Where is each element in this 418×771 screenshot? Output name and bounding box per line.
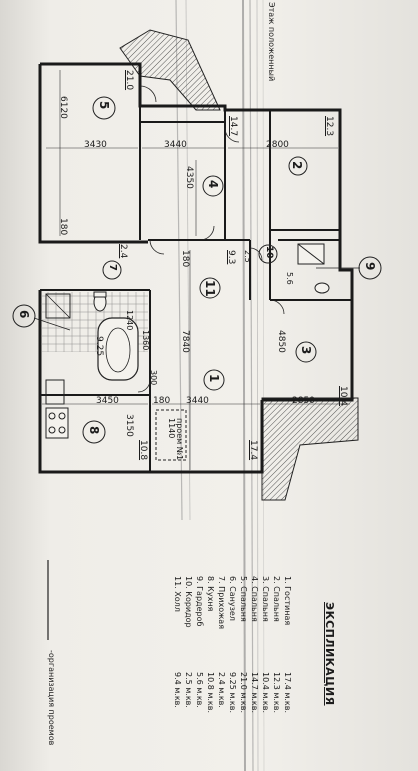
legend-value-1: 17.4 м.кв.	[283, 672, 292, 714]
room-number-7: 7	[107, 264, 118, 271]
wardrobe-fixtures	[297, 243, 330, 294]
stair-note: проем №1	[175, 418, 184, 461]
room-area-1: 17.4	[248, 440, 258, 461]
room-number-2: 2	[290, 161, 304, 170]
door-swings	[137, 85, 285, 393]
room-number-5: 5	[97, 101, 111, 110]
legend-note: -организация проемов	[47, 650, 56, 746]
room-area-3: 10.4	[338, 386, 348, 407]
legend-item-8: 8. Кухня	[206, 576, 215, 612]
room-number-4: 4	[206, 180, 220, 189]
dim-180c: 180	[153, 396, 171, 406]
dim-2800: 2800	[266, 140, 289, 150]
kitchen-stove	[45, 407, 69, 439]
opening-box	[155, 409, 187, 461]
room-area-7: 2.4	[118, 244, 128, 259]
room-number-6: 6	[17, 310, 31, 319]
dimension-lines	[42, 70, 350, 470]
dim-300: 300	[149, 370, 158, 386]
legend-value-4: 14.7 м.кв.	[250, 672, 259, 714]
room-area-8: 10.8	[138, 440, 148, 461]
room-circles	[12, 96, 382, 444]
legend-value-8: 10.8 м.кв.	[206, 672, 215, 714]
dim-4350: 4350	[184, 166, 194, 189]
legend-item-3: 3. Спальня	[261, 576, 270, 622]
legend-value-2: 12.3 м.кв.	[272, 672, 281, 714]
dim-180a: 180	[58, 218, 68, 236]
kitchen-counter	[45, 379, 65, 405]
balcony-top	[119, 29, 221, 111]
room-number-11: 11	[203, 280, 217, 297]
header-note: Этаж положенный	[267, 2, 276, 82]
room-number-1: 1	[207, 374, 221, 383]
room-area-11: 9.3	[226, 250, 236, 265]
legend-item-1: 1. Гостиная	[283, 576, 292, 626]
dim-7840: 7840	[180, 330, 190, 353]
room-number-9: 9	[363, 262, 377, 271]
dim-180b: 180	[180, 250, 190, 268]
toilet	[93, 291, 107, 312]
legend-item-11: 11. Холл	[173, 576, 182, 612]
legend-item-5: 5. Спальня	[239, 576, 248, 622]
room-area-9: 5.6	[285, 272, 294, 285]
room-area-4: 14.7	[228, 116, 238, 137]
legend-value-3: 10.4 м.кв.	[261, 672, 270, 714]
scan-streaks	[175, 0, 265, 771]
legend-item-9: 9. Гардероб	[195, 576, 204, 627]
legend-value-11: 9.4 м.кв.	[173, 672, 182, 708]
legend-value-10: 2.5 м.кв.	[184, 672, 193, 708]
room-area-2: 12.3	[324, 116, 334, 137]
legend-item-2: 2. Спальня	[272, 576, 281, 622]
bathtub	[97, 317, 139, 381]
leader-lines	[33, 267, 360, 331]
legend-value-5: 21.0 м.кв.	[239, 672, 248, 714]
legend-item-6: 6. Санузел	[228, 576, 237, 621]
shower-tray	[45, 293, 71, 319]
dim-1240: 1240	[125, 310, 134, 331]
dim-3440a: 3440	[164, 140, 187, 150]
legend-item-7: 7. Прихожая	[217, 576, 226, 630]
legend-value-6: 9.25 м.кв.	[228, 672, 237, 714]
room-area-10: 2.5	[243, 250, 252, 263]
balcony-right	[261, 397, 359, 501]
room-number-3: 3	[299, 346, 313, 355]
legend-value-9: 5.6 м.кв.	[195, 672, 204, 708]
room-area-6: 9.25	[94, 336, 104, 357]
dim-3440b: 3440	[186, 396, 209, 406]
dim-1360: 1360	[141, 330, 150, 351]
dim-6120: 6120	[58, 96, 68, 119]
room-number-10: 10	[264, 246, 274, 259]
room-area-5: 21.0	[124, 70, 134, 91]
legend-item-10: 10. Коридор	[184, 576, 193, 628]
legend-title: ЭКСПЛИКАЦИЯ	[323, 602, 336, 706]
room-number-8: 8	[87, 426, 101, 435]
dim-3430: 3430	[84, 140, 107, 150]
legend-item-4: 4. Спальня	[250, 576, 259, 622]
dim-4850: 4850	[276, 330, 286, 353]
legend-value-7: 2.4 м.кв.	[217, 672, 226, 708]
dim-3450: 3450	[96, 396, 119, 406]
dim-3150: 3150	[124, 414, 134, 437]
dim-2850: 2850	[292, 396, 315, 406]
